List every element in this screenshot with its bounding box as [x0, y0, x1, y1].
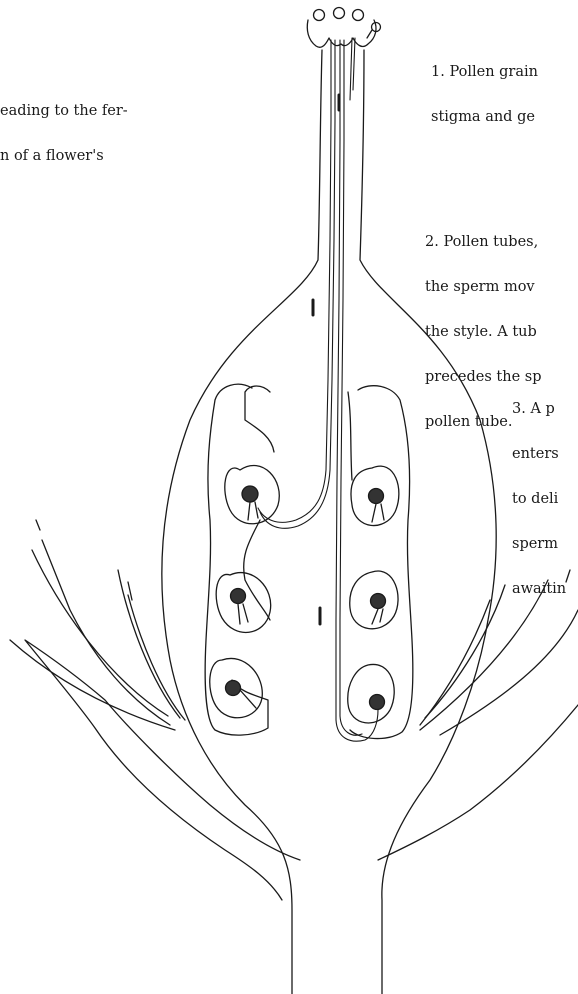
pollen-grain-2 [334, 8, 345, 19]
egg-left-2 [231, 589, 246, 604]
pollen-tubes [258, 38, 378, 741]
egg-left-1 [242, 486, 258, 502]
egg-right-3 [370, 695, 385, 710]
ovules-left [210, 465, 280, 717]
petals-right [420, 570, 578, 735]
pollen-grain-1 [314, 10, 325, 21]
egg-right-1 [369, 489, 384, 504]
petals-left [10, 520, 185, 730]
pistil-outline [25, 50, 578, 994]
egg-left-3 [226, 681, 241, 696]
ovules-right [348, 466, 399, 723]
ovary-chambers-right [348, 386, 413, 739]
ovule-right-3 [348, 664, 394, 723]
ovule-left-2 [216, 573, 271, 633]
ovary-chambers-left [205, 384, 274, 735]
egg-right-2 [371, 594, 386, 609]
pollen-grain-3 [353, 10, 364, 21]
